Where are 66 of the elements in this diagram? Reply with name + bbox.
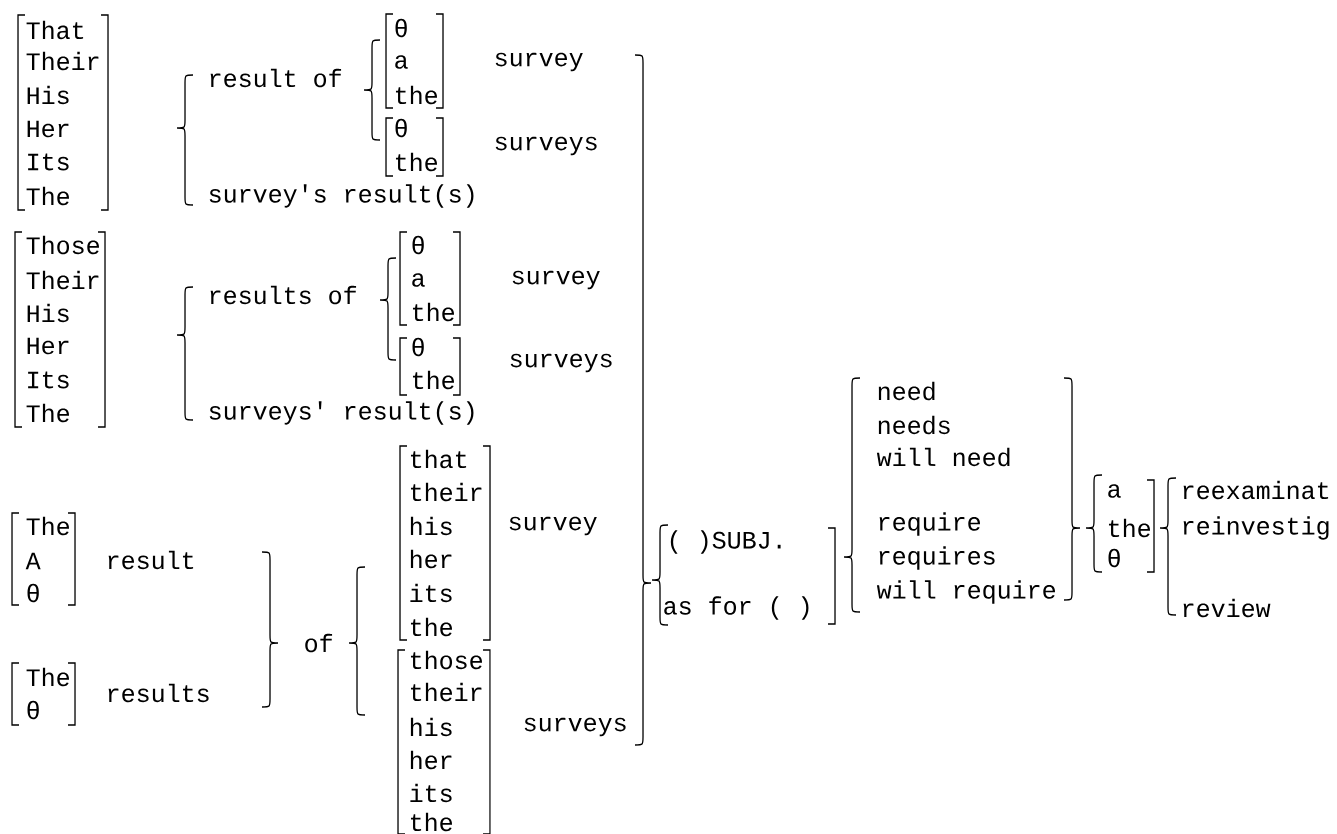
word-label: θ: [27, 583, 39, 603]
word-label: ( )SUBJ.: [670, 530, 781, 554]
word-label: will need: [876, 447, 1010, 467]
word-label: The: [26, 667, 69, 687]
word-label: θ: [395, 18, 407, 38]
word-label: require: [879, 512, 980, 536]
word-label: surveys: [510, 353, 612, 373]
word-label: the: [411, 617, 452, 637]
word-label: survey: [495, 52, 583, 72]
word-label: The: [26, 186, 69, 206]
word-label: Their: [26, 270, 99, 290]
word-label: θ: [395, 118, 407, 138]
word-label: survey's result(s): [209, 184, 474, 208]
word-label: Her: [27, 120, 69, 138]
word-label: the: [411, 812, 452, 832]
word-label: his: [410, 516, 452, 536]
word-label: Its: [28, 371, 69, 389]
word-label: needs: [878, 415, 950, 435]
word-label: results of: [210, 285, 357, 305]
word-label: their: [411, 682, 482, 702]
word-label: The: [26, 403, 69, 423]
word-label: as for ( ): [664, 596, 809, 620]
word-label: requires: [879, 546, 995, 570]
word-label: that: [411, 449, 467, 469]
word-label: a: [412, 273, 425, 287]
word-label: reexaminat: [1183, 480, 1329, 500]
word-label: a: [395, 55, 408, 69]
word-label: Her: [27, 337, 69, 355]
word-label: Their: [26, 51, 99, 71]
word-label: those: [411, 650, 482, 670]
word-label: survey: [512, 270, 600, 290]
word-label: A: [25, 552, 41, 570]
word-label: its: [410, 783, 452, 803]
word-label: review: [1183, 598, 1271, 618]
word-label: His: [27, 303, 69, 323]
word-label: The: [26, 516, 69, 536]
word-label: need: [878, 381, 935, 401]
word-label: θ: [1108, 548, 1120, 568]
word-label: Its: [28, 153, 69, 171]
word-label: the: [396, 152, 437, 172]
word-label: their: [411, 482, 482, 502]
word-label: his: [410, 717, 452, 737]
word-label: θ: [412, 235, 424, 255]
word-label: the: [413, 302, 454, 322]
word-label: her: [410, 549, 452, 569]
word-label: of: [305, 633, 333, 653]
word-label: a: [1108, 484, 1121, 498]
word-label: result: [108, 550, 194, 570]
word-label: His: [27, 85, 69, 105]
word-label: the: [396, 85, 437, 105]
word-label: surveys' result(s): [209, 401, 474, 425]
word-label: its: [410, 583, 452, 603]
word-label: surveys: [495, 136, 597, 156]
word-label: θ: [27, 700, 39, 720]
word-label: Those: [26, 235, 99, 255]
word-label: That: [26, 20, 84, 40]
word-label: result of: [210, 68, 342, 88]
word-label: her: [410, 750, 452, 770]
word-label: the: [413, 370, 454, 390]
word-label: will require: [876, 580, 1055, 604]
word-label: surveys: [524, 717, 626, 737]
word-label: θ: [412, 337, 424, 357]
word-label: survey: [509, 516, 597, 536]
word-label: reinvestig: [1183, 516, 1329, 540]
word-label: results: [108, 683, 209, 703]
word-label: the: [1109, 518, 1150, 538]
